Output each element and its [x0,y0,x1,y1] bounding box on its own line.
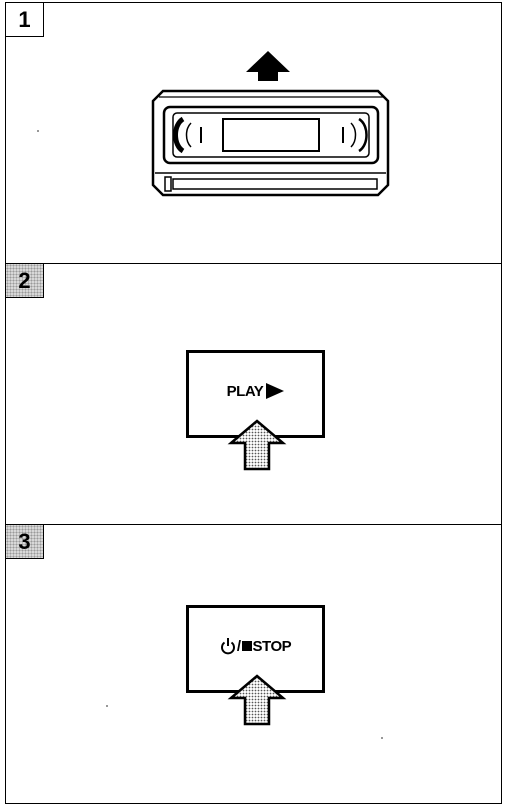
step-number-1: 1 [6,3,44,37]
stop-square-icon [242,641,252,651]
press-arrow-icon [227,419,287,471]
up-arrow-icon [246,51,290,81]
step-3-panel: 3 / STOP [5,524,502,804]
step-number-2: 2 [6,264,44,298]
slash-separator: / [237,638,241,655]
step-1-panel: 1 [5,2,502,263]
play-button-label: PLAY [227,383,264,400]
print-speck [37,130,39,132]
press-arrow-icon [227,674,287,726]
stop-button-label: STOP [253,638,292,655]
video-cassette-illustration [143,47,393,207]
print-speck [381,737,383,739]
print-speck [106,705,108,707]
step-number-3: 3 [6,525,44,559]
stop-button-label-group: / STOP [220,637,291,655]
play-triangle-icon [266,383,284,399]
play-button-label-group: PLAY [227,383,285,400]
step-2-panel: 2 PLAY [5,263,502,524]
power-icon [220,637,236,655]
